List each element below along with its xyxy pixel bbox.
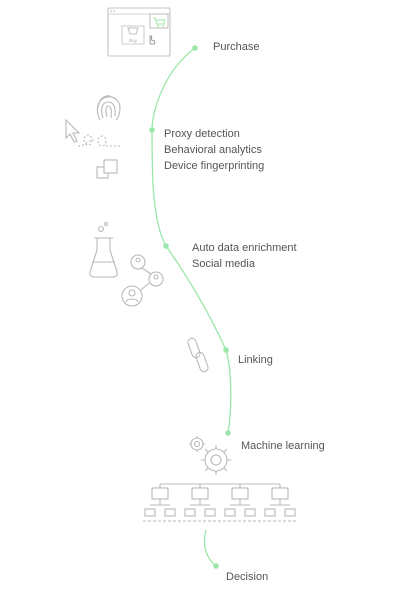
label-decision: Decision [226,569,268,585]
label-purchase-line-1: Purchase [213,41,260,53]
label-proxy-detection: Proxy detection [164,128,240,140]
browser-cart-icon [107,7,171,57]
decision-tree-icon [143,483,297,522]
label-decision-line-1: Decision [226,571,269,583]
label-linking: Linking [238,352,273,368]
label-purchase: Purchase [213,39,259,55]
label-machine-learning: Machine learning [241,438,325,454]
label-linking-line-1: Linking [238,354,273,366]
label-proxy-group: Proxy detection Behavioral analytics Dev… [164,126,264,174]
fingerprint-icon [96,95,121,121]
node-dot-linking [223,347,229,353]
label-social-media: Social media [192,258,255,270]
node-dot-proxy [149,127,155,133]
cursor-icon [65,118,81,143]
browser-buy-text: Buy [129,38,138,43]
flow-path-tail [203,529,217,567]
social-network-icon [121,254,164,307]
label-behavioral-analytics: Behavioral analytics [164,144,262,156]
label-enrichment-group: Auto data enrichment Social media [192,240,297,272]
chain-link-icon [187,337,209,373]
flask-icon [89,221,118,278]
footprints-trail-icon [77,134,122,147]
node-dot-purchase [192,45,198,51]
node-dot-enrichment [163,243,169,249]
label-machine-learning-line-1: Machine learning [241,440,325,452]
copy-squares-icon [96,159,118,179]
node-dot-decision [213,563,219,569]
node-dot-ml [225,430,231,436]
label-auto-data-enrichment: Auto data enrichment [192,242,297,254]
label-device-fingerprinting: Device fingerprinting [164,160,265,172]
gears-icon [189,436,231,475]
